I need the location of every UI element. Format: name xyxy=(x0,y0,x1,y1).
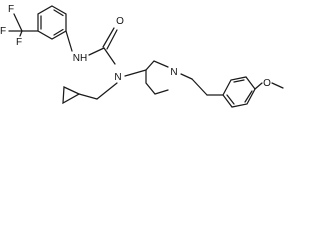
piperidine-nitrogen-label: N xyxy=(170,67,177,78)
carbon-fluorine-bond xyxy=(13,13,23,32)
urea-group: O N xyxy=(88,16,124,83)
trifluoromethylphenyl-ring xyxy=(37,5,67,40)
carbonyl-double-bond xyxy=(102,27,115,48)
fluorine-atom-label: F xyxy=(8,4,14,15)
cyclopropylmethyl-group xyxy=(62,82,118,105)
aromatic-double-bond xyxy=(244,90,253,103)
ethyl-linker-bond xyxy=(180,73,193,80)
cyclopropane-ring-bonds xyxy=(62,86,81,105)
nitrogen-methylene-bond xyxy=(96,82,118,100)
carbonyl-double-bond xyxy=(106,29,118,50)
methoxyphenyl-ring xyxy=(222,76,263,108)
benzene-ring-bonds xyxy=(37,5,67,40)
urea-nitrogen-label: N xyxy=(114,72,121,83)
ethyl-linker-bond xyxy=(191,78,208,96)
methylene-cyclopropyl-bond xyxy=(78,93,98,100)
methoxy-oxygen-label: O xyxy=(263,78,271,89)
ring-oxygen-bond xyxy=(254,82,263,90)
nh-carbonyl-bond xyxy=(88,47,105,56)
piperidine-ring-bonds xyxy=(145,60,169,95)
aromatic-double-bond xyxy=(53,28,64,36)
aromatic-double-bond xyxy=(226,94,235,105)
piperidine-ring: N xyxy=(145,60,178,95)
trifluoromethyl-group: F F F xyxy=(0,4,39,48)
fluorine-atom-label: F xyxy=(16,37,22,48)
carbonyl-nitrogen-bond xyxy=(103,47,116,65)
amide-nh-label: NH xyxy=(73,53,87,64)
aromatic-double-bond xyxy=(53,9,64,17)
chemical-structure-diagram: F F F NH O N N xyxy=(0,4,284,108)
aromatic-double-bond xyxy=(233,79,245,83)
methoxy-group: O xyxy=(263,78,284,89)
carbonyl-oxygen-label: O xyxy=(116,16,124,27)
fluorine-atom-label: F xyxy=(0,26,6,37)
carbon-fluorine-bond xyxy=(19,30,23,37)
nitrogen-piperidine-bond xyxy=(124,69,147,77)
aryl-nitrogen-bond xyxy=(65,30,73,52)
oxygen-methyl-bond xyxy=(271,82,284,89)
